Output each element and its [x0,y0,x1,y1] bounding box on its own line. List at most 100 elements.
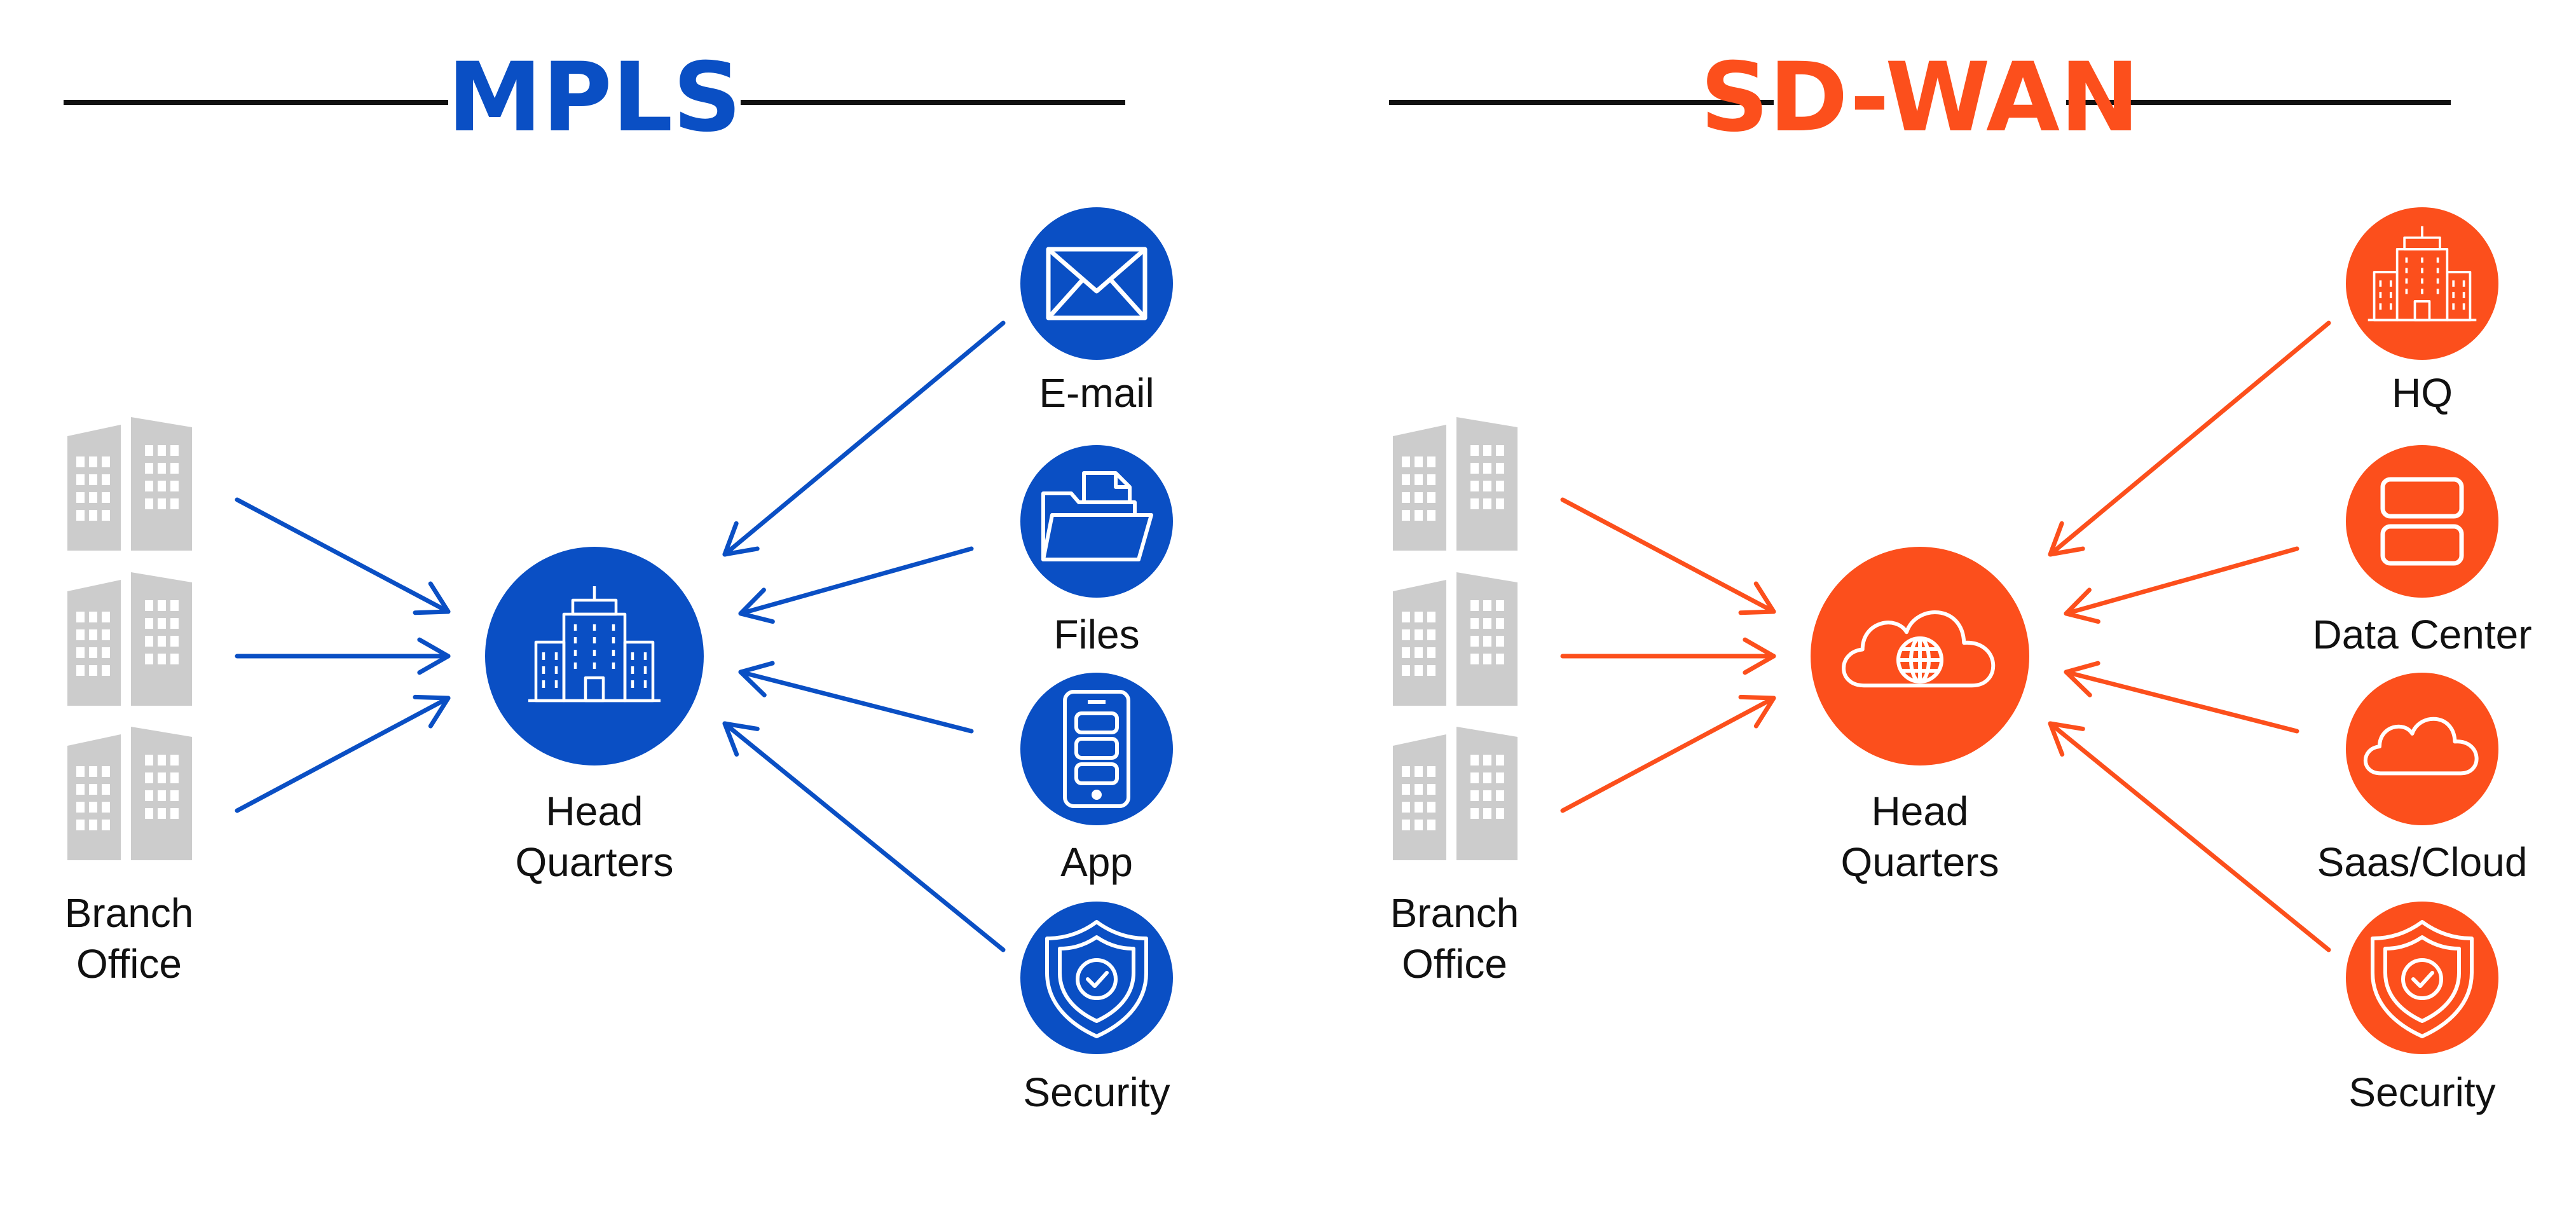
window [102,784,110,795]
window [1470,654,1479,664]
service-node: HQ [2346,207,2498,416]
window [1427,474,1435,485]
service-circle [1020,673,1173,825]
branch-building-left [1393,425,1446,551]
head-quarters-label: Quarters [516,839,674,885]
service-circle [2346,445,2498,598]
window [102,647,110,658]
window [145,445,153,456]
window [1470,772,1479,783]
window [158,808,166,819]
head-quarters-label: Head [1872,788,1969,834]
service-node: Saas/Cloud [2317,673,2527,885]
window [102,820,110,830]
window [158,445,166,456]
service-to-hub-arrow-head [2048,521,2085,557]
service-to-hub-arrow-head [722,521,760,557]
branch-to-hub-arrow [235,694,451,813]
window [1427,612,1435,622]
window [1427,820,1435,830]
service-circle [1020,207,1173,360]
window [1415,629,1423,640]
building-icon [2367,226,2477,322]
window [1427,766,1435,777]
branch-building-left [67,580,121,706]
branch-building-icon [67,727,192,860]
window [145,755,153,765]
sdwan-title: SD-WAN [1700,43,2139,153]
window [158,755,166,765]
branch-office-label: Branch [1390,890,1519,936]
branch-office-group [1393,417,1518,860]
branch-building-icon [67,572,192,706]
window [1483,498,1491,509]
window [76,474,85,485]
window [170,772,179,783]
shield-check-icon [2371,920,2474,1038]
service-to-hub-arrow-line [2048,320,2331,557]
branch-office-label: Office [1402,941,1507,987]
server-unit [2380,477,2464,519]
service-to-hub-arrow-head [722,721,760,757]
door [584,676,605,703]
window [170,481,179,491]
branch-to-hub-arrow [235,497,451,615]
window [1427,629,1435,640]
window [102,474,110,485]
service-to-hub-arrow [2048,721,2331,952]
window [76,766,85,777]
service-label: Files [1053,612,1139,657]
branch-to-hub-arrow-head [417,637,451,675]
window [89,612,97,622]
window [1483,772,1491,783]
window [76,629,85,640]
envelope-fold [1046,278,1085,320]
window [1415,647,1423,658]
service-to-hub-arrow-line [722,721,1006,952]
window [145,808,153,819]
window [1470,790,1479,801]
window [1496,445,1504,456]
window [89,474,97,485]
service-node: Security [1020,902,1173,1115]
window [1470,636,1479,647]
window [1415,784,1423,795]
service-to-hub-arrow [722,320,1006,557]
service-to-hub-arrow [2064,546,2299,624]
window [89,820,97,830]
window [1402,802,1410,813]
service-to-hub-arrow-line [738,669,974,734]
window [1496,636,1504,647]
window [1402,665,1410,676]
branch-building-icon [1393,727,1518,860]
head-quarters-label: Head [546,788,643,834]
window [76,802,85,813]
window [158,636,166,647]
window [1483,654,1491,664]
window [1402,492,1410,503]
service-to-hub-arrow [722,721,1006,952]
service-node: Security [2346,902,2498,1115]
service-to-hub-arrow-line [2048,721,2331,952]
window [145,463,153,474]
window [158,498,166,509]
window [158,790,166,801]
window [1470,445,1479,456]
branch-to-hub-arrow-head [413,694,451,729]
window [145,481,153,491]
window [1427,784,1435,795]
window [1415,492,1423,503]
service-label: Security [2348,1069,2495,1115]
window [1483,481,1491,491]
service-to-hub-arrow-head [2064,661,2100,697]
branch-to-hub-arrow-line [1560,497,1776,614]
service-node: E-mail [1020,207,1173,416]
service-to-hub-arrow [2064,661,2299,734]
shield-outer [2371,920,2474,1038]
window [89,766,97,777]
branch-to-hub-arrow [235,637,451,675]
window [1415,665,1423,676]
server-icon [2380,477,2464,566]
branch-building-left [1393,580,1446,706]
